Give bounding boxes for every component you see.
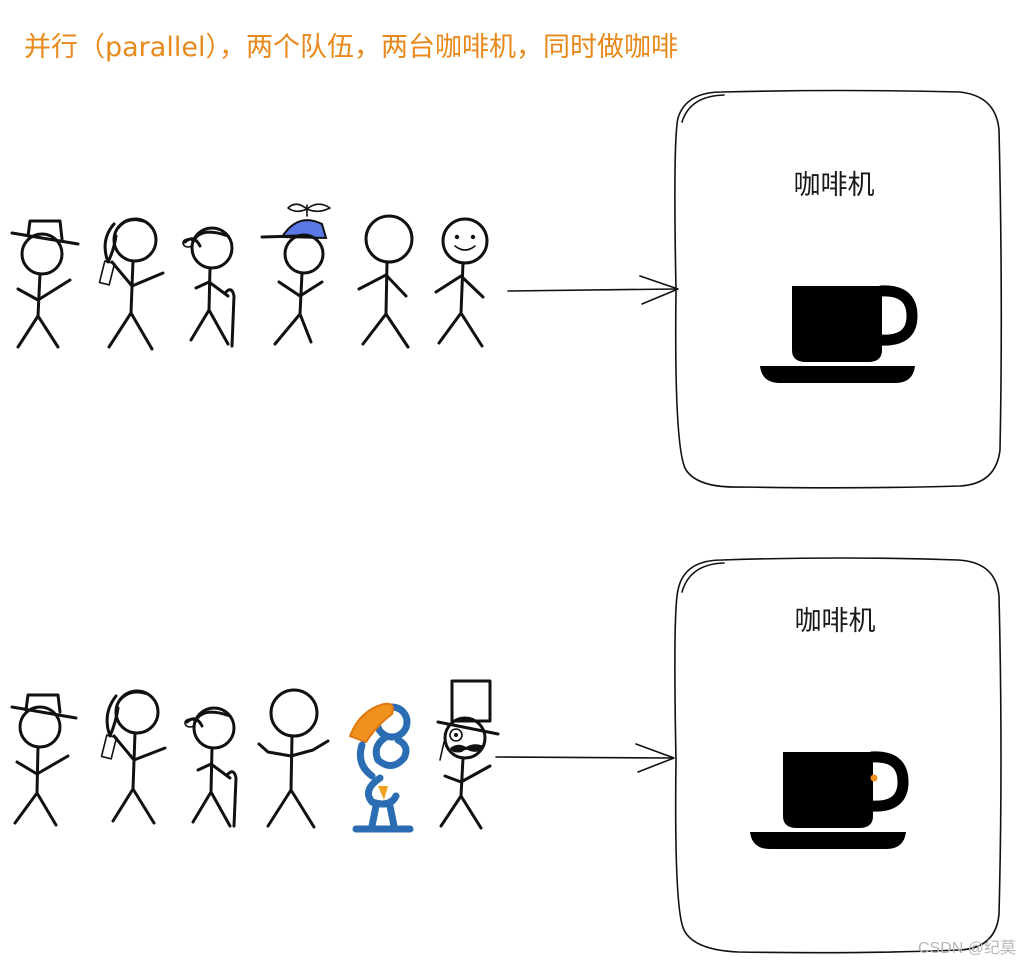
diagram-title: 并行（parallel），两个队伍，两台咖啡机，同时做咖啡: [24, 32, 678, 63]
coffee-cup-icon: [760, 285, 918, 383]
ponytail-phone-person-icon: [100, 689, 167, 825]
watermark: CSDN @纪莫: [918, 939, 1016, 957]
shrug-person-icon: [257, 688, 330, 829]
smiley-person-icon: [434, 217, 489, 348]
arrow-to-machine-1: [507, 275, 679, 305]
coffee-machine-label: 咖啡机: [794, 170, 875, 201]
propeller-cap-person-icon: [260, 203, 331, 346]
queue-1: 咖啡机: [10, 89, 1003, 489]
plain-person-icon: [357, 214, 414, 349]
queue-2: 咖啡机: [10, 557, 1002, 954]
top-hat-monocle-person-icon: [436, 679, 500, 830]
thinking-person-icon: [348, 702, 414, 833]
old-person-cane-icon: [184, 706, 238, 828]
coffee-machine-1: 咖啡机: [674, 89, 1003, 489]
ponytail-phone-person-icon: [98, 217, 165, 351]
coffee-cup-icon: [750, 751, 909, 849]
hat-person-icon: [10, 693, 78, 827]
arrow-to-machine-2: [495, 743, 675, 773]
coffee-machine-label: 咖啡机: [795, 606, 876, 637]
hat-person-icon: [10, 219, 80, 349]
old-person-cane-icon: [182, 226, 236, 348]
coffee-machine-2: 咖啡机: [674, 557, 1002, 954]
